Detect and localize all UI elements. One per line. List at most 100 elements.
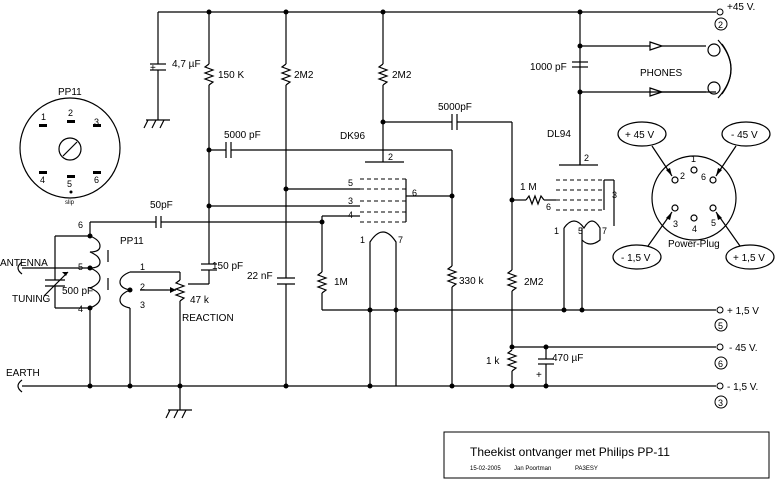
- headphones-icon: PHONES: [640, 39, 732, 99]
- svg-text:6: 6: [546, 202, 551, 212]
- svg-text:- 1,5 V: - 1,5 V: [621, 253, 651, 264]
- svg-text:5000pF: 5000pF: [438, 102, 472, 113]
- tube-dk96: DK96 2 6 5 3 4 1 7: [209, 131, 452, 386]
- svg-text:6: 6: [701, 172, 706, 182]
- variable-capacitor-500pf: 500 pF TUNING: [12, 235, 93, 309]
- svg-text:1: 1: [691, 154, 696, 164]
- svg-text:5: 5: [578, 226, 583, 236]
- resistor-2m2-left: 2M2: [280, 12, 314, 278]
- svg-text:500 pF: 500 pF: [62, 286, 93, 297]
- svg-text:4: 4: [40, 175, 45, 185]
- svg-text:6: 6: [78, 220, 83, 230]
- svg-text:2M2: 2M2: [294, 70, 314, 81]
- svg-text:DK96: DK96: [340, 131, 365, 142]
- svg-text:PHONES: PHONES: [640, 68, 683, 79]
- svg-text:7: 7: [398, 235, 403, 245]
- label-minus-45v: - 45 V.: [729, 343, 758, 354]
- svg-text:5: 5: [67, 179, 72, 189]
- resistor-150k: 150 K: [203, 12, 244, 264]
- svg-text:DL94: DL94: [547, 129, 571, 140]
- svg-text:150 pF: 150 pF: [212, 261, 243, 272]
- svg-text:+ 1,5 V: + 1,5 V: [733, 253, 765, 264]
- author-text: Jan Poortman: [514, 466, 551, 472]
- svg-text:ANTENNA: ANTENNA: [0, 258, 48, 269]
- label-plus-45v: +45 V.: [727, 2, 755, 13]
- potentiometer-47k: 47 k REACTION: [140, 272, 234, 419]
- resistor-2m2-grid: 2M2: [506, 269, 544, 347]
- svg-text:7: 7: [602, 226, 607, 236]
- antenna-terminal: ANTENNA: [0, 258, 90, 275]
- ground-icon: [165, 409, 192, 419]
- resistor-1k: 1 k: [486, 349, 518, 386]
- terminal-number: 3: [718, 398, 723, 408]
- svg-text:2: 2: [68, 108, 73, 118]
- svg-text:5: 5: [711, 218, 716, 228]
- svg-text:6: 6: [412, 188, 417, 198]
- svg-text:1 M: 1 M: [520, 182, 537, 193]
- svg-text:4: 4: [692, 224, 697, 234]
- svg-text:2: 2: [584, 153, 589, 163]
- coil-pp11: PP11 6 50pF 5 4 1 2 3: [78, 200, 322, 386]
- svg-text:2: 2: [388, 152, 393, 162]
- svg-text:470 µF: 470 µF: [552, 353, 583, 364]
- svg-text:2: 2: [140, 282, 145, 292]
- terminal-number: 5: [718, 321, 723, 331]
- ground-icon: [143, 119, 170, 129]
- capacitor-1000pf: 1000 pF: [530, 45, 716, 93]
- svg-text:1000 pF: 1000 pF: [530, 62, 567, 73]
- earth-terminal-icon: [17, 379, 23, 393]
- terminal-number-circle: [714, 17, 728, 31]
- svg-text:- 45 V: - 45 V: [731, 130, 758, 141]
- rail-earth: - 1,5 V. 3 EARTH: [6, 368, 758, 409]
- capacitor-5000pf-feedback: 5000 pF: [209, 130, 453, 266]
- svg-text:5: 5: [78, 262, 83, 272]
- svg-text:2M2: 2M2: [524, 277, 544, 288]
- rail-plus-1-5v: + 1,5 V 5: [322, 306, 759, 332]
- svg-text:1: 1: [41, 112, 46, 122]
- resistor-330k: 330 k: [446, 265, 484, 386]
- svg-text:PP11: PP11: [58, 87, 82, 98]
- label-minus-1-5v: - 1,5 V.: [727, 382, 758, 393]
- resistor-2m2-anode: 2M2: [377, 12, 412, 162]
- svg-text:3: 3: [140, 300, 145, 310]
- svg-text:6: 6: [94, 175, 99, 185]
- svg-text:22 nF: 22 nF: [247, 271, 273, 282]
- svg-text:3: 3: [94, 117, 99, 127]
- capacitor-5000pf-coupling: 5000pF: [383, 102, 513, 270]
- power-plug: 1 2 3 4 5 6 Power-Plug + 45 V - 45 V - 1…: [612, 121, 775, 270]
- svg-text:REACTION: REACTION: [182, 313, 234, 324]
- title-text: Theekist ontvanger met Philips PP-11: [470, 445, 670, 459]
- terminal-number: 6: [718, 359, 723, 369]
- rail-plus-45v: +45 V. 2: [158, 2, 755, 31]
- rail-minus-45v: - 45 V. 6: [512, 343, 758, 370]
- callsign-text: PA3ESY: [575, 466, 598, 472]
- junction-dots: [87, 9, 585, 389]
- capacitor-150pf: 150 pF: [188, 261, 243, 285]
- svg-text:1: 1: [140, 262, 145, 272]
- svg-text:1 k: 1 k: [486, 356, 500, 367]
- svg-text:5: 5: [348, 178, 353, 188]
- svg-text:3: 3: [348, 196, 353, 206]
- svg-text:150 K: 150 K: [218, 70, 244, 81]
- title-block: Theekist ontvanger met Philips PP-11 15-…: [443, 431, 770, 479]
- svg-text:2M2: 2M2: [392, 70, 412, 81]
- svg-text:1: 1: [554, 226, 559, 236]
- label-earth: EARTH: [6, 368, 40, 379]
- svg-text:330 k: 330 k: [459, 276, 484, 287]
- svg-text:3: 3: [673, 219, 678, 229]
- svg-text:TUNING: TUNING: [12, 294, 51, 305]
- svg-text:3: 3: [612, 190, 617, 200]
- svg-text:+: +: [536, 370, 542, 381]
- plus-sign: +: [150, 63, 156, 74]
- svg-text:2: 2: [680, 171, 685, 181]
- svg-text:slip: slip: [65, 200, 75, 206]
- svg-text:Power-Plug: Power-Plug: [668, 239, 720, 250]
- svg-text:4,7 µF: 4,7 µF: [172, 59, 201, 70]
- terminal-number: 2: [718, 20, 723, 30]
- svg-text:4: 4: [348, 210, 353, 220]
- label-plus-1-5v: + 1,5 V: [727, 306, 759, 317]
- capacitor-470uf: 470 µF +: [536, 347, 583, 386]
- svg-text:4: 4: [78, 304, 83, 314]
- svg-text:5000 pF: 5000 pF: [224, 130, 261, 141]
